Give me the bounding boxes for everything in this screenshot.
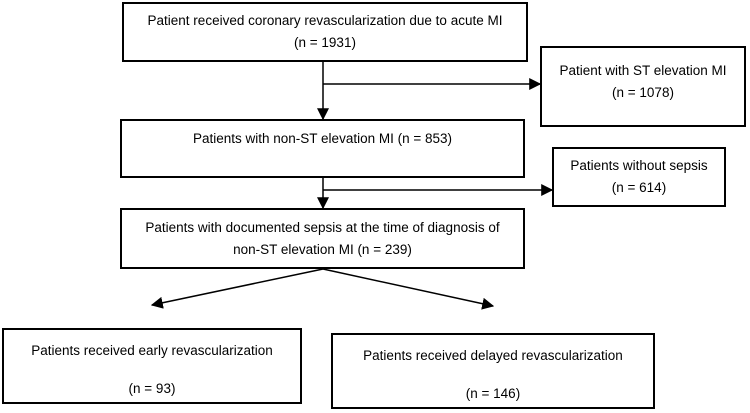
sepsis-box: Patients with documented sepsis at the t…	[120, 208, 525, 269]
stemi-count: (n = 1078)	[612, 85, 674, 100]
connector-sepsis-to-delayed	[322, 268, 495, 310]
early-revasc-title: Patients received early revascularizatio…	[31, 343, 273, 358]
delayed-revasc-box: Patients received delayed revascularizat…	[331, 333, 655, 409]
connector-sepsis-to-early	[150, 268, 324, 309]
sepsis-title-line1: Patients with documented sepsis at the t…	[145, 220, 500, 235]
stemi-box: Patient with ST elevation MI (n = 1078)	[540, 46, 746, 127]
total-patients-count: (n = 1931)	[294, 35, 356, 50]
early-revasc-count: (n = 93)	[128, 381, 176, 396]
total-patients-box: Patient received coronary revascularizat…	[122, 2, 528, 62]
stemi-title: Patient with ST elevation MI	[559, 63, 727, 78]
no-sepsis-title: Patients without sepsis	[570, 158, 708, 173]
no-sepsis-box: Patients without sepsis (n = 614)	[552, 147, 726, 207]
total-patients-title: Patient received coronary revascularizat…	[147, 13, 503, 28]
delayed-revasc-title: Patients received delayed revascularizat…	[363, 348, 623, 363]
delayed-revasc-count: (n = 146)	[465, 386, 521, 401]
early-revasc-box: Patients received early revascularizatio…	[2, 328, 302, 404]
no-sepsis-count: (n = 614)	[611, 180, 667, 195]
sepsis-title-line2: non-ST elevation MI (n = 239)	[233, 242, 412, 257]
nstemi-title: Patients with non-ST elevation MI (n = 8…	[192, 131, 452, 146]
nstemi-box: Patients with non-ST elevation MI (n = 8…	[120, 119, 525, 178]
